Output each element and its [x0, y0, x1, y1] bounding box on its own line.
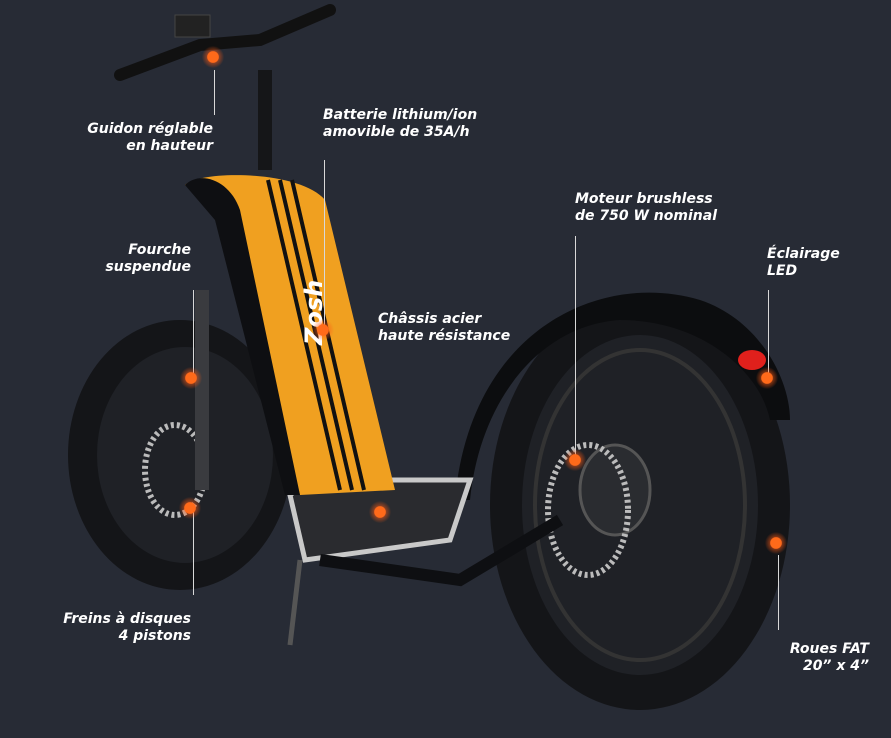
callout-line-light [768, 290, 769, 378]
label-line: amovible de 35A/h [323, 124, 470, 140]
label-line: suspendue [105, 259, 191, 275]
label-line: 20” x 4” [802, 658, 869, 674]
hotspot-wheels[interactable] [765, 532, 787, 554]
callout-line-battery [324, 160, 325, 330]
label-line: en hauteur [126, 138, 213, 154]
label-line: Châssis acier [378, 311, 482, 327]
rear-fender [455, 292, 790, 500]
label-line: haute résistance [378, 328, 511, 344]
callout-line-wheels [778, 555, 779, 630]
rear-wheel [490, 300, 790, 710]
label-line: Éclairage [767, 246, 840, 262]
callout-line-fork [193, 290, 194, 378]
hotspot-fork[interactable] [180, 367, 202, 389]
battery-body [185, 175, 395, 495]
label-chassis: Châssis acier haute résistance [378, 311, 510, 345]
label-handlebar: Guidon réglable en hauteur [87, 121, 213, 155]
label-line: Freins à disques [63, 611, 191, 627]
label-line: LED [767, 263, 798, 279]
label-line: Moteur brushless [575, 191, 713, 207]
label-wheels: Roues FAT 20” x 4” [790, 641, 869, 675]
hotspot-brakes[interactable] [179, 497, 201, 519]
chassis-tube [319, 514, 564, 587]
hotspot-battery[interactable] [312, 319, 334, 341]
label-line: de 750 W nominal [575, 208, 717, 224]
front-fork [195, 290, 209, 490]
hotspot-light[interactable] [756, 367, 778, 389]
callout-line-motor [575, 236, 576, 460]
display [174, 14, 211, 38]
label-line: Fourche [128, 242, 191, 258]
callout-line-handlebar [214, 70, 215, 115]
label-light: Éclairage LED [767, 246, 840, 280]
led-light-glow [738, 350, 766, 370]
hotspot-chassis[interactable] [369, 501, 391, 523]
hotspot-handlebar[interactable] [202, 46, 224, 68]
kickstand [287, 559, 303, 646]
label-line: Batterie lithium/ion [323, 107, 478, 123]
label-line: Guidon réglable [87, 121, 213, 137]
label-line: 4 pistons [118, 628, 191, 644]
callout-line-brakes [193, 510, 194, 595]
label-line: Roues FAT [789, 641, 869, 657]
label-motor: Moteur brushless de 750 W nominal [575, 191, 717, 225]
label-brakes: Freins à disques 4 pistons [63, 611, 191, 645]
label-battery: Batterie lithium/ion amovible de 35A/h [323, 107, 477, 141]
label-fork: Fourche suspendue [105, 242, 191, 276]
hotspot-motor[interactable] [564, 449, 586, 471]
handlebar-stem [258, 70, 272, 170]
handlebar [114, 4, 336, 81]
